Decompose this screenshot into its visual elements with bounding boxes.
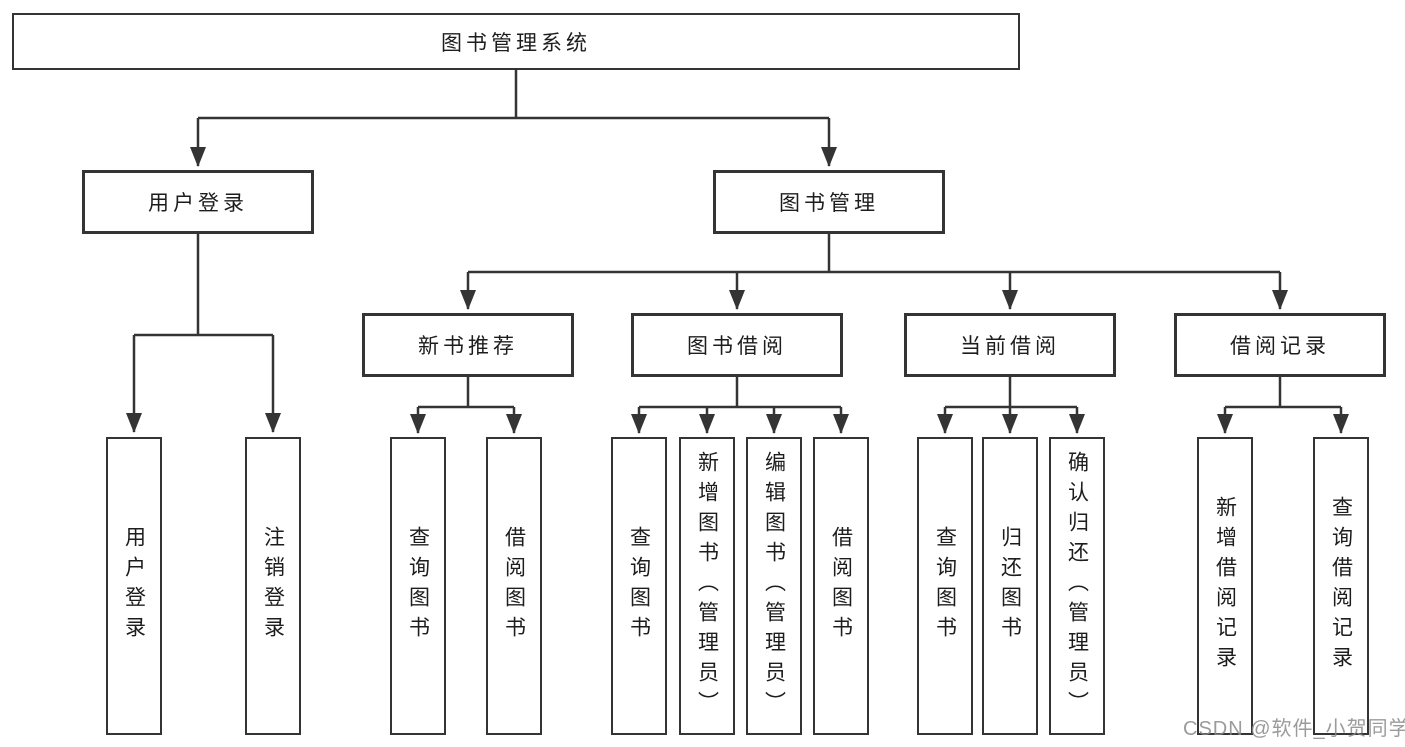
leaf-label: 用户登录 — [122, 526, 146, 646]
leaf-query-books-recommend: 查询图书 — [390, 437, 446, 735]
leaf-add-books-admin: 新增图书（管理员） — [679, 437, 735, 735]
leaf-borrow-books-recommend: 借阅图书 — [486, 437, 542, 735]
leaf-query-books-current: 查询图书 — [917, 437, 973, 735]
leaf-confirm-return-admin: 确认归还（管理员） — [1049, 437, 1105, 735]
leaf-label: 新增借阅记录 — [1213, 496, 1237, 676]
leaf-borrow-books: 借阅图书 — [813, 437, 869, 735]
leaf-label: 借阅图书 — [829, 526, 853, 646]
leaf-label: 查询图书 — [933, 526, 957, 646]
leaf-label: 确认归还（管理员） — [1065, 451, 1089, 721]
leaf-query-books-borrow: 查询图书 — [611, 437, 667, 735]
leaf-label: 查询借阅记录 — [1329, 496, 1353, 676]
node-user-login: 用户登录 — [82, 170, 314, 234]
leaf-label: 注销登录 — [261, 526, 285, 646]
node-current-borrow: 当前借阅 — [904, 313, 1116, 377]
node-new-book-recommend: 新书推荐 — [362, 313, 574, 377]
node-book-borrow: 图书借阅 — [631, 313, 843, 377]
leaf-label: 归还图书 — [998, 526, 1022, 646]
leaf-user-login: 用户登录 — [106, 437, 162, 735]
leaf-query-borrow-record: 查询借阅记录 — [1313, 437, 1369, 735]
leaf-label: 借阅图书 — [502, 526, 526, 646]
leaf-label: 新增图书（管理员） — [695, 451, 719, 721]
leaf-label: 查询图书 — [627, 526, 651, 646]
leaf-add-borrow-record: 新增借阅记录 — [1197, 437, 1253, 735]
leaf-return-books: 归还图书 — [982, 437, 1038, 735]
leaf-edit-books-admin: 编辑图书（管理员） — [746, 437, 802, 735]
leaf-label: 查询图书 — [406, 526, 430, 646]
node-root-library-system: 图书管理系统 — [12, 13, 1020, 70]
leaf-label: 编辑图书（管理员） — [762, 451, 786, 721]
node-borrow-records: 借阅记录 — [1174, 313, 1386, 377]
csdn-watermark: CSDN @软件_小贺同学 — [1183, 718, 1405, 740]
leaf-logout: 注销登录 — [245, 437, 301, 735]
node-book-management: 图书管理 — [713, 170, 945, 234]
